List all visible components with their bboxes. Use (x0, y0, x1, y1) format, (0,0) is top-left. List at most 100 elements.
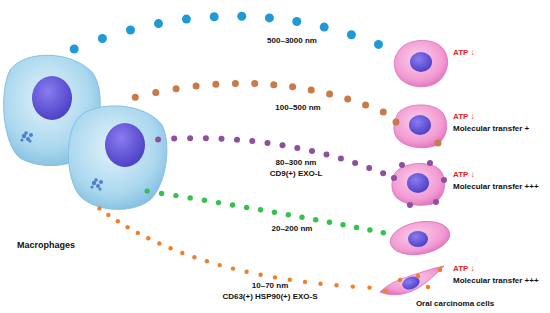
vesicle-dot (351, 284, 355, 288)
atp-label: ATP ↓ (452, 264, 475, 273)
vesicle-dot (132, 94, 139, 101)
carcinoma-cell (380, 266, 444, 295)
vesicle-dot (70, 45, 79, 54)
vesicle-dot (237, 12, 246, 21)
vesicle-dot (244, 205, 249, 210)
atp-label: ATP ↓ (452, 112, 475, 121)
vesicle-dot (202, 198, 207, 203)
group-label: Oral carcinoma cells (415, 299, 495, 308)
vesicle-dot (106, 213, 110, 217)
size-label: 10–70 nm (251, 281, 289, 290)
marker-label: CD9(+) EXO-L (269, 169, 324, 178)
vesicle-dot (251, 80, 258, 87)
vesicle-dot (327, 220, 332, 225)
vesicle-dot (203, 135, 209, 141)
vesicle-dot (362, 102, 369, 109)
vesicle-dot (154, 19, 163, 28)
vesicle-dot (313, 217, 318, 222)
vesicle-dot (146, 236, 150, 240)
vesicle-dot (289, 83, 296, 90)
group-label: Macrophages (16, 240, 76, 250)
vesicle-dot (273, 275, 277, 279)
transfer-label: Molecular transfer +++ (452, 182, 540, 191)
vesicle-dot (157, 241, 161, 245)
vesicle-dot (308, 86, 315, 93)
vesicle-dot (280, 142, 286, 148)
vesicle-dots (70, 12, 387, 290)
vesicle-dot (180, 251, 184, 255)
vesicle-dot (168, 246, 172, 250)
vesicle-dot (155, 136, 161, 142)
vesicle-dot (354, 225, 359, 230)
vesicle-dot (249, 138, 255, 144)
vesicle-dot (116, 219, 120, 223)
vesicle-dot (205, 259, 209, 263)
vesicle-dot (338, 156, 344, 162)
vesicle-dot (258, 207, 263, 212)
marker-label: CD63(+) HSP90(+) EXO-S (221, 292, 318, 301)
vesicle-dot (272, 210, 277, 215)
vesicle-dot (188, 195, 193, 200)
size-label: 500–3000 nm (266, 36, 318, 45)
vesicle-dot (340, 222, 345, 227)
vesicle-dot (159, 191, 164, 196)
atp-label: ATP ↓ (452, 48, 475, 57)
vesicle-dot (258, 273, 262, 277)
vesicle-dot (173, 85, 180, 92)
vesicle-dot (299, 215, 304, 220)
vesicle-dot (347, 30, 356, 39)
carcinoma-cell (391, 160, 447, 208)
vesicle-dot (286, 212, 291, 217)
vesicle-dot (380, 170, 386, 176)
carcinoma-cell (388, 217, 453, 259)
vesicle-dot (265, 140, 271, 146)
vesicle-dot (193, 83, 200, 90)
vesicle-dot (265, 13, 274, 22)
vesicle-dot (270, 81, 277, 88)
vesicle-dot (218, 263, 222, 267)
vesicle-dot (232, 80, 239, 87)
vesicle-dot (219, 136, 225, 142)
vesicle-dot (320, 23, 329, 32)
vesicle-dot (292, 17, 301, 26)
transfer-label: Molecular transfer +++ (452, 276, 540, 285)
vesicle-dot (152, 89, 159, 96)
vesicle-dot (212, 81, 219, 88)
vesicle-dot (352, 160, 358, 166)
vesicle-dot (187, 135, 193, 141)
vesicle-dot (374, 40, 383, 49)
vesicle-dot (244, 270, 248, 274)
vesicle-dot (318, 282, 322, 286)
macrophage (68, 106, 166, 209)
vesicle-dot (334, 283, 338, 287)
vesicle-dot (344, 96, 351, 103)
vesicle-dot (381, 230, 386, 235)
atp-label: ATP ↓ (452, 170, 475, 179)
vesicle-dot (294, 145, 300, 151)
vesicle-dot (303, 280, 307, 284)
vesicle-dot (216, 200, 221, 205)
vesicle-dot (192, 255, 196, 259)
vesicle-dot (309, 148, 315, 154)
size-label: 80–300 nm (275, 158, 318, 167)
vesicle-dot (231, 266, 235, 270)
vesicle-dot (98, 34, 107, 43)
transfer-label: Molecular transfer + (452, 124, 530, 133)
vesicle-dot (367, 227, 372, 232)
vesicle-dot (367, 285, 371, 289)
vesicle-dot (210, 12, 219, 21)
vesicle-dot (324, 152, 330, 158)
size-label: 20–200 nm (271, 224, 314, 233)
vesicle-dot (171, 136, 177, 142)
vesicle-dot (125, 225, 129, 229)
vesicle-dot (97, 206, 101, 210)
vesicle-dot (136, 231, 140, 235)
vesicle-dot (230, 202, 235, 207)
vesicle-dot (126, 26, 135, 35)
vesicle-dot (182, 15, 191, 24)
vesicle-dot (380, 109, 387, 116)
vesicle-dot (366, 165, 372, 171)
carcinoma-cell (393, 105, 447, 148)
vesicle-dot (173, 193, 178, 198)
